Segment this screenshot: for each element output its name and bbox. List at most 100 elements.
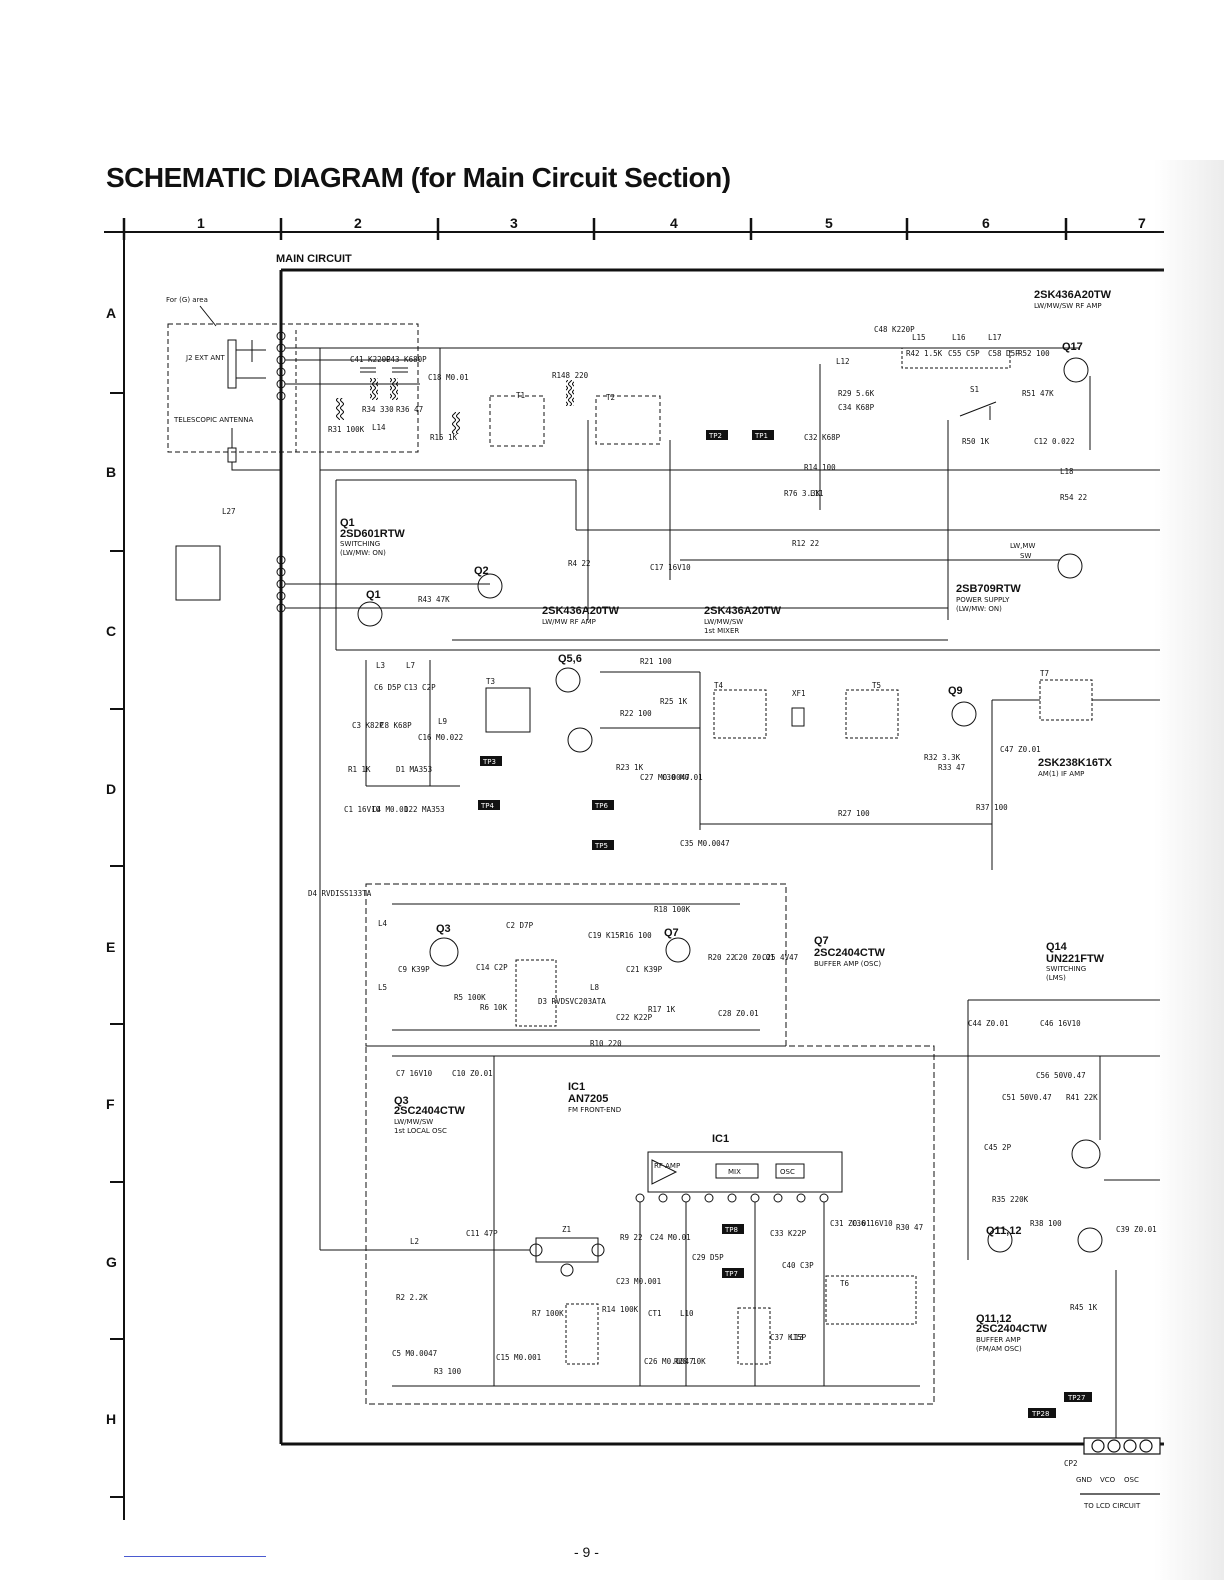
telescopic-antenna-label: TELESCOPIC ANTENNA xyxy=(173,416,253,424)
row-g: G xyxy=(106,1254,117,1270)
r31-label: R31 100K xyxy=(328,425,365,434)
q2-symbol-label: Q2 xyxy=(474,565,489,577)
q11-label: Q11,12 xyxy=(986,1225,1021,1237)
q56-func: LW/MW/SW xyxy=(704,618,743,626)
r3-label: R3 100 xyxy=(434,1367,462,1376)
r38-label: R38 100 xyxy=(1030,1219,1062,1228)
c16-label: C16 M0.022 xyxy=(418,733,463,742)
column-4: 4 xyxy=(670,215,678,231)
q3-ref: Q3 xyxy=(394,1095,409,1107)
q7-ref: Q7 xyxy=(814,935,829,947)
mix-block: MIX xyxy=(728,1168,741,1176)
c8-label: C8 K68P xyxy=(380,721,412,730)
r50-label: R50 1K xyxy=(962,437,990,446)
l11-label: L11 xyxy=(810,489,824,498)
q3-type: 2SC2404CTW xyxy=(394,1105,466,1117)
row-a: A xyxy=(106,305,116,321)
r36-label: R36 47 xyxy=(396,405,423,414)
r148-label: R148 220 xyxy=(552,371,589,380)
q14-type: UN221FTW xyxy=(1046,953,1105,965)
c18-label: C18 M0.01 xyxy=(428,373,469,382)
t3-label: T3 xyxy=(486,677,495,686)
r22-label: R22 100 xyxy=(620,709,652,718)
c32-label: C32 K68P xyxy=(804,433,841,442)
c43-label: C43 K680P xyxy=(386,355,427,364)
c36-label: C36 16V10 xyxy=(852,1219,893,1228)
c7-label: C7 16V10 xyxy=(396,1069,433,1078)
d3-label: D3 RVDSVC203ATA xyxy=(538,997,606,1006)
l9-label: L9 xyxy=(438,717,447,726)
c37-label: C37 K15P xyxy=(770,1333,807,1342)
q56-type: 2SK436A20TW xyxy=(704,605,782,617)
r9-label: R9 22 xyxy=(620,1233,643,1242)
svg-text:TP7: TP7 xyxy=(724,1270,738,1278)
q9-func: AM(1) IF AMP xyxy=(1038,770,1084,778)
c11-label: C11 47P xyxy=(466,1229,498,1238)
q1112-func2: (FM/AM OSC) xyxy=(976,1345,1022,1353)
local-osc-block: L4 C2 D7P Q3 C9 K39P C14 C2P L5 R5 100K … xyxy=(365,883,1160,1260)
c46-label: C46 16V10 xyxy=(1040,1019,1081,1028)
pin-gnd: GND xyxy=(1076,1476,1092,1484)
c13-label: C13 C2P xyxy=(404,683,436,692)
c40-label: C40 C3P xyxy=(782,1261,814,1270)
c10-label: C10 Z0.01 xyxy=(452,1069,493,1078)
c26-label: C26 M0.0047 xyxy=(644,1357,694,1366)
q1-func2: (LW/MW: ON) xyxy=(340,549,386,557)
c6-label: C6 D5P xyxy=(374,683,402,692)
section-label: MAIN CIRCUIT xyxy=(276,253,352,265)
q1-type: 2SD601RTW xyxy=(340,528,405,540)
r34-label: R34 330 xyxy=(362,405,394,414)
l5-label: L5 xyxy=(378,983,387,992)
c19-label: C19 K15P xyxy=(588,931,625,940)
row-ruler: A B C D E F G H xyxy=(106,232,125,1520)
osc-buffer-section: C51 50V0.47 C56 50V0.47 R41 22K C45 2P R… xyxy=(976,1056,1160,1440)
tp1: TP1 xyxy=(752,430,774,440)
c24-label: C24 M0.01 xyxy=(650,1233,691,1242)
q3-func: LW/MW/SW xyxy=(394,1118,433,1126)
q8-func2: (LW/MW: ON) xyxy=(956,605,1002,613)
pin-osc: OSC xyxy=(1124,1476,1139,1484)
tp4: TP4 xyxy=(478,800,500,810)
q14-func2: (LMS) xyxy=(1046,974,1066,982)
mixer-if-section: L3 L7 C6 D5P C13 C2P C3 K82P C8 K68P C16… xyxy=(308,649,1160,1250)
l15-label: L15 xyxy=(912,333,926,342)
c45-label: C45 2P xyxy=(984,1143,1012,1152)
d1-label: D1 MA353 xyxy=(396,765,432,774)
svg-text:TP3: TP3 xyxy=(482,758,496,766)
c56-label: C56 50V0.47 xyxy=(1036,1071,1086,1080)
c34-label: C34 K68P xyxy=(838,403,875,412)
q8-type: 2SB709RTW xyxy=(956,583,1021,595)
l27-label: L27 xyxy=(222,507,236,516)
c47-label: C47 Z0.01 xyxy=(1000,745,1041,754)
q17-type: 2SK436A20TW xyxy=(1034,289,1112,301)
c35-label: C35 M0.0047 xyxy=(680,839,730,848)
r14b-label: R14 100K xyxy=(602,1305,639,1314)
t1-label: T1 xyxy=(516,391,525,400)
q1112-type: 2SC2404CTW xyxy=(976,1323,1048,1335)
c23-label: C23 M0.001 xyxy=(616,1277,661,1286)
ic1-type: AN7205 xyxy=(568,1093,608,1105)
fm-front-end-block: Q3 2SC2404CTW LW/MW/SW 1st LOCAL OSC IC1… xyxy=(320,1045,935,1405)
tp28: TP28 xyxy=(1028,1408,1056,1418)
l16-label: L16 xyxy=(952,333,966,342)
r21-label: R21 100 xyxy=(640,657,672,666)
t5-label: T5 xyxy=(872,681,881,690)
c58-label: C58 D5P xyxy=(988,349,1020,358)
ic1-ref: IC1 xyxy=(568,1081,585,1093)
column-7: 7 xyxy=(1138,215,1146,231)
t2-label: T2 xyxy=(606,393,615,402)
l2-label: L2 xyxy=(410,1237,419,1246)
l12-label: L12 xyxy=(836,357,850,366)
r27-label: R27 100 xyxy=(838,809,870,818)
svg-text:TP28: TP28 xyxy=(1031,1410,1049,1418)
c55-label: C55 C5P xyxy=(948,349,980,358)
r54-label: R54 22 xyxy=(1060,493,1087,502)
q56-func2: 1st MIXER xyxy=(704,627,739,635)
q1-func: SWITCHING xyxy=(340,540,380,548)
c9-label: C9 K39P xyxy=(398,965,430,974)
c12-label: C12 0.022 xyxy=(1034,437,1075,446)
rf-amp-block: RF AMP xyxy=(654,1162,680,1170)
column-5: 5 xyxy=(825,215,833,231)
tp7: TP7 xyxy=(722,1268,744,1278)
q2-func: LW/MW RF AMP xyxy=(542,618,596,626)
